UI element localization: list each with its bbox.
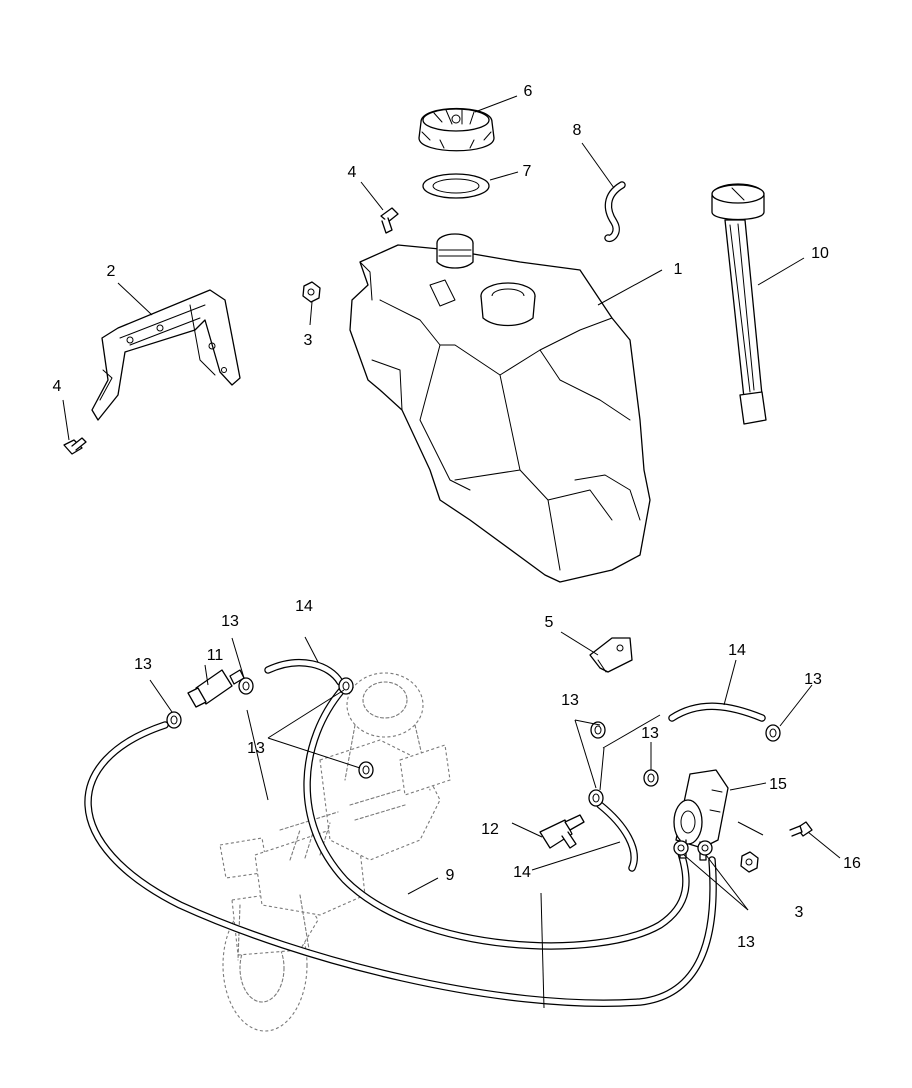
callout-10: 10: [811, 245, 829, 262]
callout-3-upper: 3: [304, 332, 313, 349]
callout-14-b: 14: [728, 642, 746, 659]
callout-11: 11: [207, 647, 224, 664]
fuel-filter-11[interactable]: [187, 669, 245, 708]
bolt-16[interactable]: [789, 821, 813, 837]
callout-3-lower: 3: [795, 904, 804, 921]
callout-numbers: 1 2 3 3 4 4 5 6 7 8 9 10 11 12 13 13 13 …: [53, 83, 861, 951]
callout-13-a: 13: [134, 656, 152, 673]
fuel-line-9[interactable]: [84, 686, 717, 1007]
clamp-13-j[interactable]: [765, 724, 781, 742]
clamp-13-h[interactable]: [673, 840, 689, 856]
callout-7: 7: [523, 163, 532, 180]
hose-clamps-13: [166, 677, 781, 856]
clamp-13-e[interactable]: [590, 721, 606, 739]
callout-16: 16: [843, 855, 861, 872]
callout-13-f: 13: [804, 671, 822, 688]
callout-8: 8: [573, 122, 582, 139]
clamp-13-a[interactable]: [166, 711, 182, 729]
callout-13-c: 13: [247, 740, 265, 757]
tank-bracket-2[interactable]: [91, 289, 241, 421]
fuel-pump-15[interactable]: [673, 769, 729, 861]
callout-6: 6: [524, 83, 533, 100]
clamp-13-c[interactable]: [338, 677, 354, 695]
nut-3-upper[interactable]: [302, 281, 321, 303]
clamp-13-d[interactable]: [358, 761, 374, 779]
engine-reference-ghost: [219, 672, 451, 1032]
vent-tube-8[interactable]: [604, 181, 626, 242]
cap-gasket-7[interactable]: [422, 173, 490, 199]
callout-13-e: 13: [641, 725, 659, 742]
hose-14-middle[interactable]: [596, 801, 638, 872]
callout-4-lower: 4: [53, 378, 62, 395]
fuel-sender-10[interactable]: [711, 183, 767, 425]
callout-5: 5: [545, 614, 554, 631]
callout-15: 15: [769, 776, 787, 793]
nut-3-lower[interactable]: [740, 851, 759, 873]
fuel-cap-6[interactable]: [418, 107, 495, 152]
clamp-13-f[interactable]: [588, 789, 604, 807]
clamp-13-i[interactable]: [697, 840, 713, 856]
callout-14-a: 14: [295, 598, 313, 615]
leader-lines: [62, 95, 841, 1009]
hose-14-left[interactable]: [264, 659, 344, 686]
screw-4-lower[interactable]: [63, 437, 87, 455]
callout-4-upper: 4: [348, 164, 357, 181]
callout-12: 12: [481, 821, 499, 838]
callout-9: 9: [446, 867, 455, 884]
hose-14-right[interactable]: [668, 702, 766, 722]
fuel-tank-1[interactable]: [349, 233, 651, 583]
vent-valve-12[interactable]: [539, 814, 585, 849]
callout-1: 1: [674, 261, 683, 278]
screw-4-upper[interactable]: [380, 207, 399, 234]
callout-13-d: 13: [561, 692, 579, 709]
clip-bracket-5[interactable]: [589, 637, 633, 673]
callout-14-c: 14: [513, 864, 531, 881]
clamp-13-b[interactable]: [238, 677, 254, 695]
callout-2: 2: [107, 263, 116, 280]
callout-13-g: 13: [737, 934, 755, 951]
clamp-13-g[interactable]: [643, 769, 659, 787]
callout-13-b: 13: [221, 613, 239, 630]
